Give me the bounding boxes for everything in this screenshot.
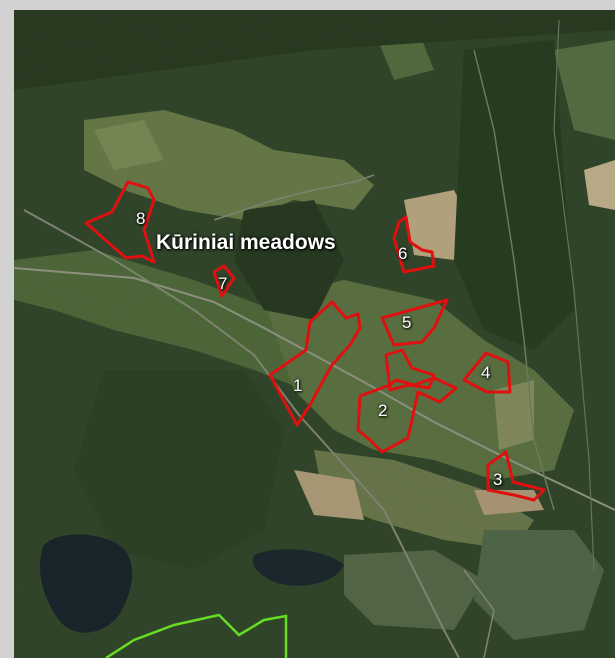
plot-8-boundary (84, 180, 156, 264)
map-imagery (14, 10, 615, 658)
plot-label-5[interactable]: 5 (402, 313, 412, 332)
plot-label-7[interactable]: 7 (218, 274, 228, 293)
protected-area-boundary (105, 613, 288, 658)
plot-2-boundary (356, 376, 458, 454)
plot-label-3[interactable]: 3 (493, 470, 503, 489)
map-title: Kūriniai meadows (156, 231, 336, 254)
plot-label-6[interactable]: 6 (398, 244, 408, 263)
satellite-map[interactable]: Kūriniai meadows 1 2 3 4 5 6 7 8 (14, 10, 615, 658)
plot-3-boundary (486, 450, 546, 502)
plot-label-1[interactable]: 1 (293, 376, 303, 395)
plot-label-4[interactable]: 4 (481, 363, 491, 382)
plot-7-boundary (212, 264, 236, 298)
plot-label-2[interactable]: 2 (378, 401, 388, 420)
plot-4-boundary (462, 351, 512, 394)
plot-5-boundary (380, 298, 449, 347)
plot-6-boundary (392, 215, 436, 274)
plot-1-boundary (268, 300, 362, 427)
plot-label-8[interactable]: 8 (136, 209, 146, 228)
plot-5b-boundary (384, 348, 436, 392)
